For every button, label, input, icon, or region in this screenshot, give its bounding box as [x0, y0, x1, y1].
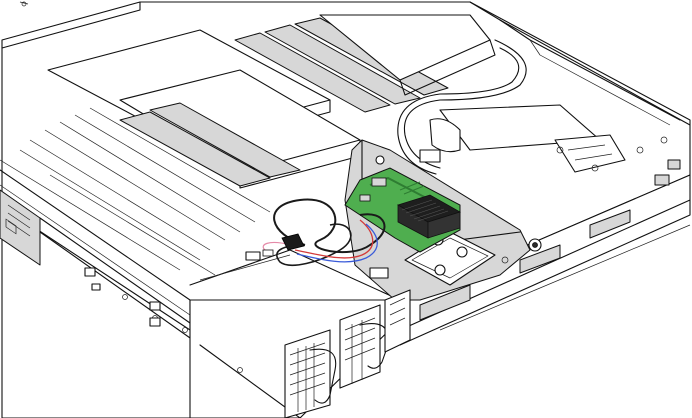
adapter-card — [344, 167, 461, 253]
cable-assembly — [262, 198, 386, 266]
floor-rails — [0, 107, 401, 301]
chassis-details — [19, 1, 261, 327]
air-duct — [47, 14, 496, 189]
power-supply — [284, 289, 411, 418]
rear-handle — [397, 39, 668, 175]
